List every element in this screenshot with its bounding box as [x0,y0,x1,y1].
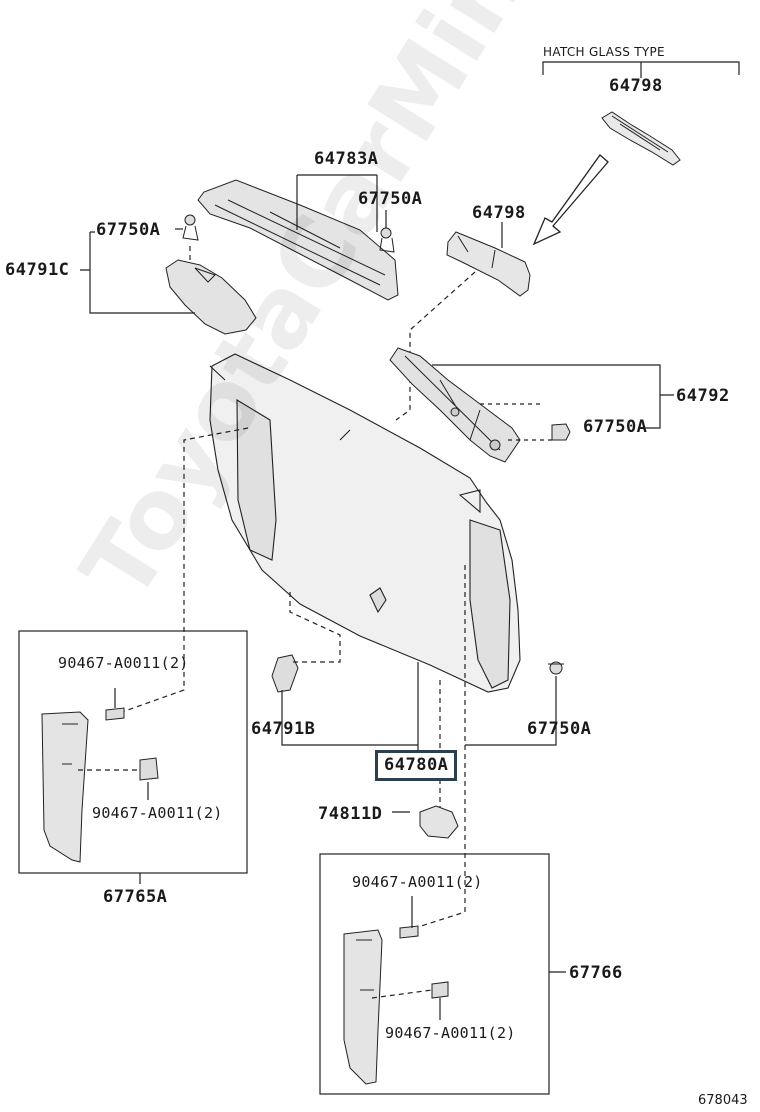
clip-label-right-bottom[interactable]: 90467-A0011(2) [385,1024,516,1042]
section-label-hatch-glass: HATCH GLASS TYPE [543,45,665,59]
clip-right-bottom [431,981,449,999]
part-67765A-shape [41,711,89,863]
clip-label-left-bottom[interactable]: 90467-A0011(2) [92,804,223,822]
part-label-64783A[interactable]: 64783A [314,149,379,169]
clip-left-top [105,707,125,721]
clip-67750A-right [551,423,571,441]
part-label-64791B[interactable]: 64791B [251,719,316,739]
part-label-64798-top[interactable]: 64798 [609,76,663,96]
clip-left-bottom [139,757,159,781]
part-64798-hatch-shape [601,111,681,166]
part-label-67750A-top-right[interactable]: 67750A [358,189,423,209]
clip-67750A-lower [548,661,564,675]
part-label-64780A-highlighted[interactable]: 64780A [375,750,458,781]
leader-64783A [296,174,378,232]
part-label-67765A[interactable]: 67765A [103,887,168,907]
part-64798-shape [446,231,531,297]
box-67766 [319,853,550,1095]
part-64783A-shape [197,179,399,301]
part-label-64798-mid[interactable]: 64798 [472,203,526,223]
part-label-64792[interactable]: 64792 [676,386,730,406]
part-64780A-shape [209,353,521,693]
clip-label-right-top[interactable]: 90467-A0011(2) [352,873,483,891]
leader-64791C [80,231,195,314]
part-label-74811D[interactable]: 74811D [318,804,383,824]
clip-67750A-top-left [182,214,199,241]
box-67765A [18,630,248,874]
part-label-67750A-lower[interactable]: 67750A [527,719,592,739]
part-label-67750A-top-left[interactable]: 67750A [96,220,161,240]
part-64791C-shape [165,259,257,335]
clip-label-left-top[interactable]: 90467-A0011(2) [58,654,189,672]
direction-arrow [532,154,609,246]
part-label-67766[interactable]: 67766 [569,963,623,983]
leader-64792 [432,364,674,429]
part-64791B-shape [271,654,299,693]
part-74811D-shape [419,805,459,839]
clip-right-top [399,925,419,939]
leader-64780A [281,662,557,758]
part-label-64791C[interactable]: 64791C [5,260,70,280]
part-64792-shape [389,347,521,463]
part-label-67750A-right[interactable]: 67750A [583,417,648,437]
part-67766-shape [343,929,383,1085]
diagram-code: 678043 [698,1093,748,1108]
